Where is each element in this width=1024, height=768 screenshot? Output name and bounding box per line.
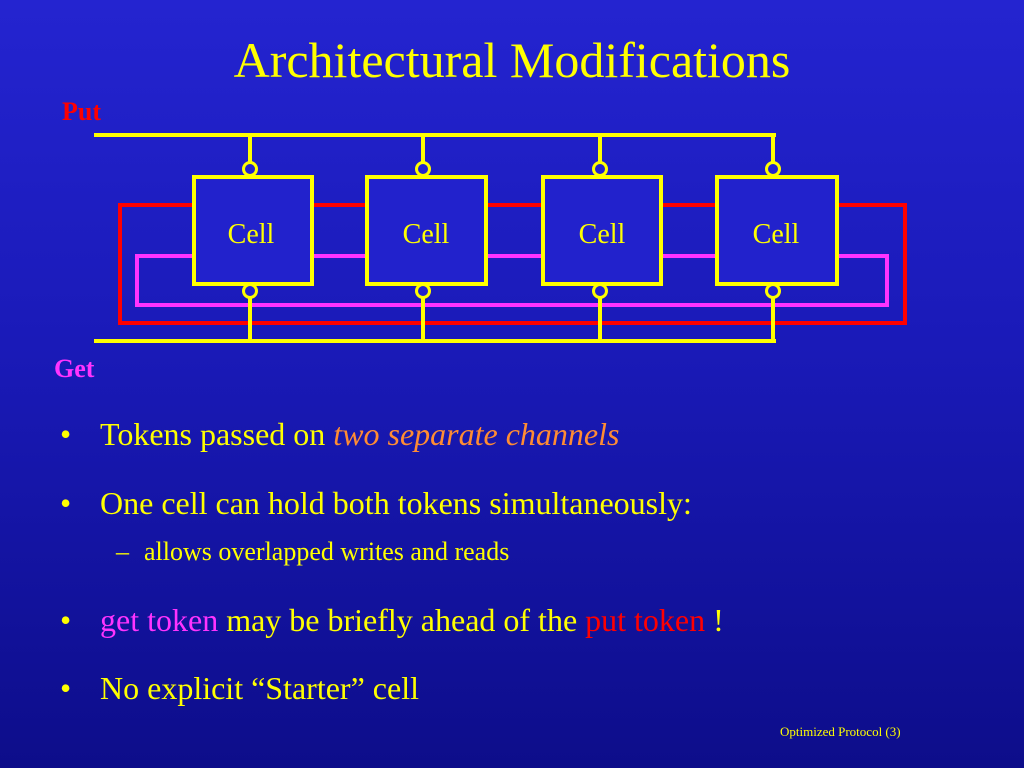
bullet-icon: •: [60, 416, 72, 452]
slide-title: Architectural Modifications: [233, 32, 791, 88]
cell-box: [365, 175, 488, 286]
get-port-icon: [592, 283, 608, 299]
cell-box: [715, 175, 839, 286]
get-bus: [94, 298, 776, 343]
dash-icon: –: [116, 537, 129, 566]
bullet-item: • One cell can hold both tokens simultane…: [60, 483, 692, 523]
bullet-text: may be briefly ahead of the: [218, 602, 586, 638]
cell-label: Cell: [403, 219, 450, 250]
get-token-ring: [135, 254, 889, 307]
cell-label: Cell: [228, 219, 275, 250]
bullet-icon: •: [60, 670, 72, 706]
cell-2: Cell: [365, 161, 488, 299]
bullet-emphasis: two separate channels: [333, 416, 620, 452]
bullet-icon: •: [60, 602, 72, 638]
get-token-text: get token: [100, 602, 219, 638]
bullet-text: No explicit “Starter” cell: [100, 670, 419, 706]
bullet-text-end: !: [705, 602, 724, 638]
cell-1: Cell: [192, 161, 314, 299]
sub-bullet-item: –allows overlapped writes and reads: [116, 536, 509, 568]
cell-box: [192, 175, 314, 286]
cell-4: Cell: [715, 161, 839, 299]
bullet-item: • Tokens passed on two separate channels: [60, 414, 619, 454]
bullet-item: • No explicit “Starter” cell: [60, 668, 419, 708]
cell-label: Cell: [579, 219, 626, 250]
sub-bullet-text: allows overlapped writes and reads: [144, 537, 510, 566]
put-token-ring: [118, 203, 907, 325]
get-port-icon: [242, 283, 258, 299]
bullet-icon: •: [60, 485, 72, 521]
put-bus: [94, 133, 776, 162]
put-token-text: put token: [585, 602, 706, 638]
bullet-item: • get token may be briefly ahead of the p…: [60, 600, 724, 640]
get-port-icon: [765, 283, 781, 299]
slide-footer: Optimized Protocol (3): [780, 724, 901, 739]
get-label: Get: [54, 354, 95, 383]
cell-box: [541, 175, 663, 286]
put-label: Put: [62, 97, 101, 126]
bullet-text: One cell can hold both tokens simultaneo…: [100, 485, 692, 521]
cell-label: Cell: [753, 219, 800, 250]
get-port-icon: [415, 283, 431, 299]
cell-3: Cell: [541, 161, 663, 299]
bullet-text: Tokens passed on: [100, 416, 334, 452]
